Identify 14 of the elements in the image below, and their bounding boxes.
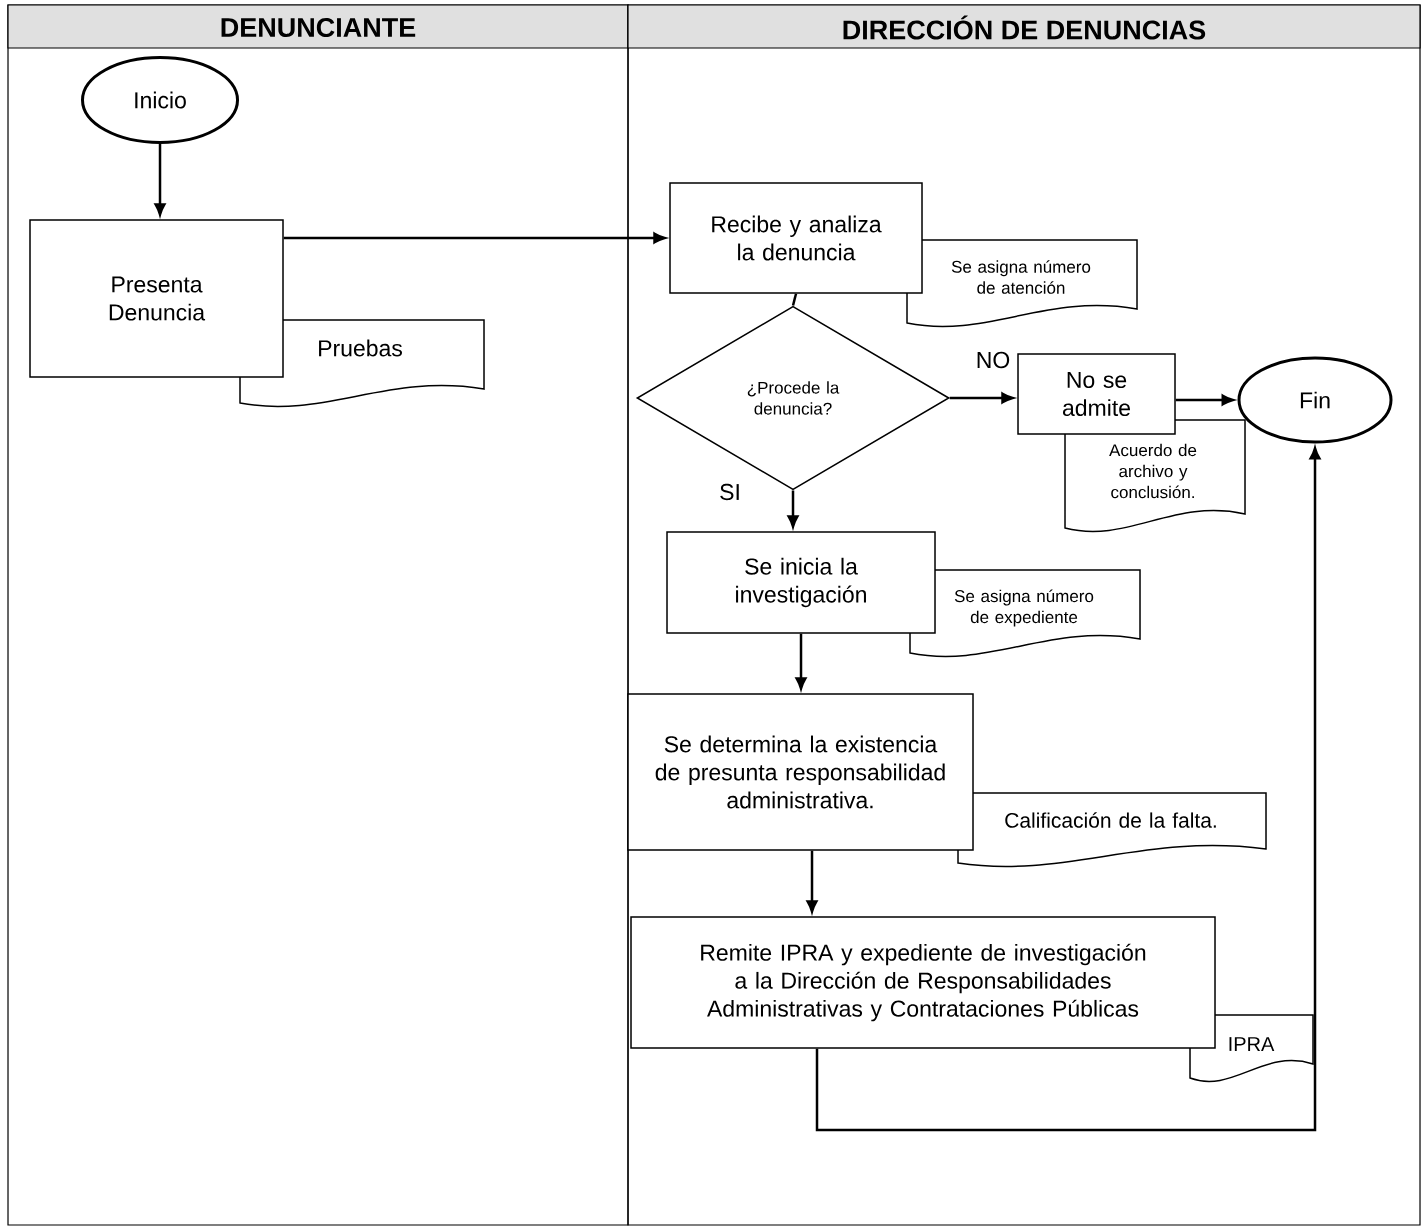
process-box: Recibe y analiza la denuncia — [669, 182, 923, 294]
process-box: Se inicia la investigación — [666, 531, 936, 634]
arrow — [283, 232, 666, 244]
process-box: No se admite — [1017, 353, 1176, 435]
edge-label: NO — [977, 351, 1010, 369]
process-box: Presenta Denuncia — [29, 219, 284, 378]
arrow — [787, 490, 799, 528]
arrow — [795, 633, 807, 690]
process-box: Se determina la existencia de presunta responsabilidad administrativa. — [627, 693, 974, 851]
arrow — [1175, 394, 1234, 406]
process-box: Remite IPRA y expediente de investigación a la Dirección de Responsabilidades Administrativas y Contrataciones Públicas — [630, 916, 1216, 1049]
arrow — [154, 144, 166, 216]
arrow — [949, 392, 1014, 404]
arrow — [806, 850, 818, 913]
